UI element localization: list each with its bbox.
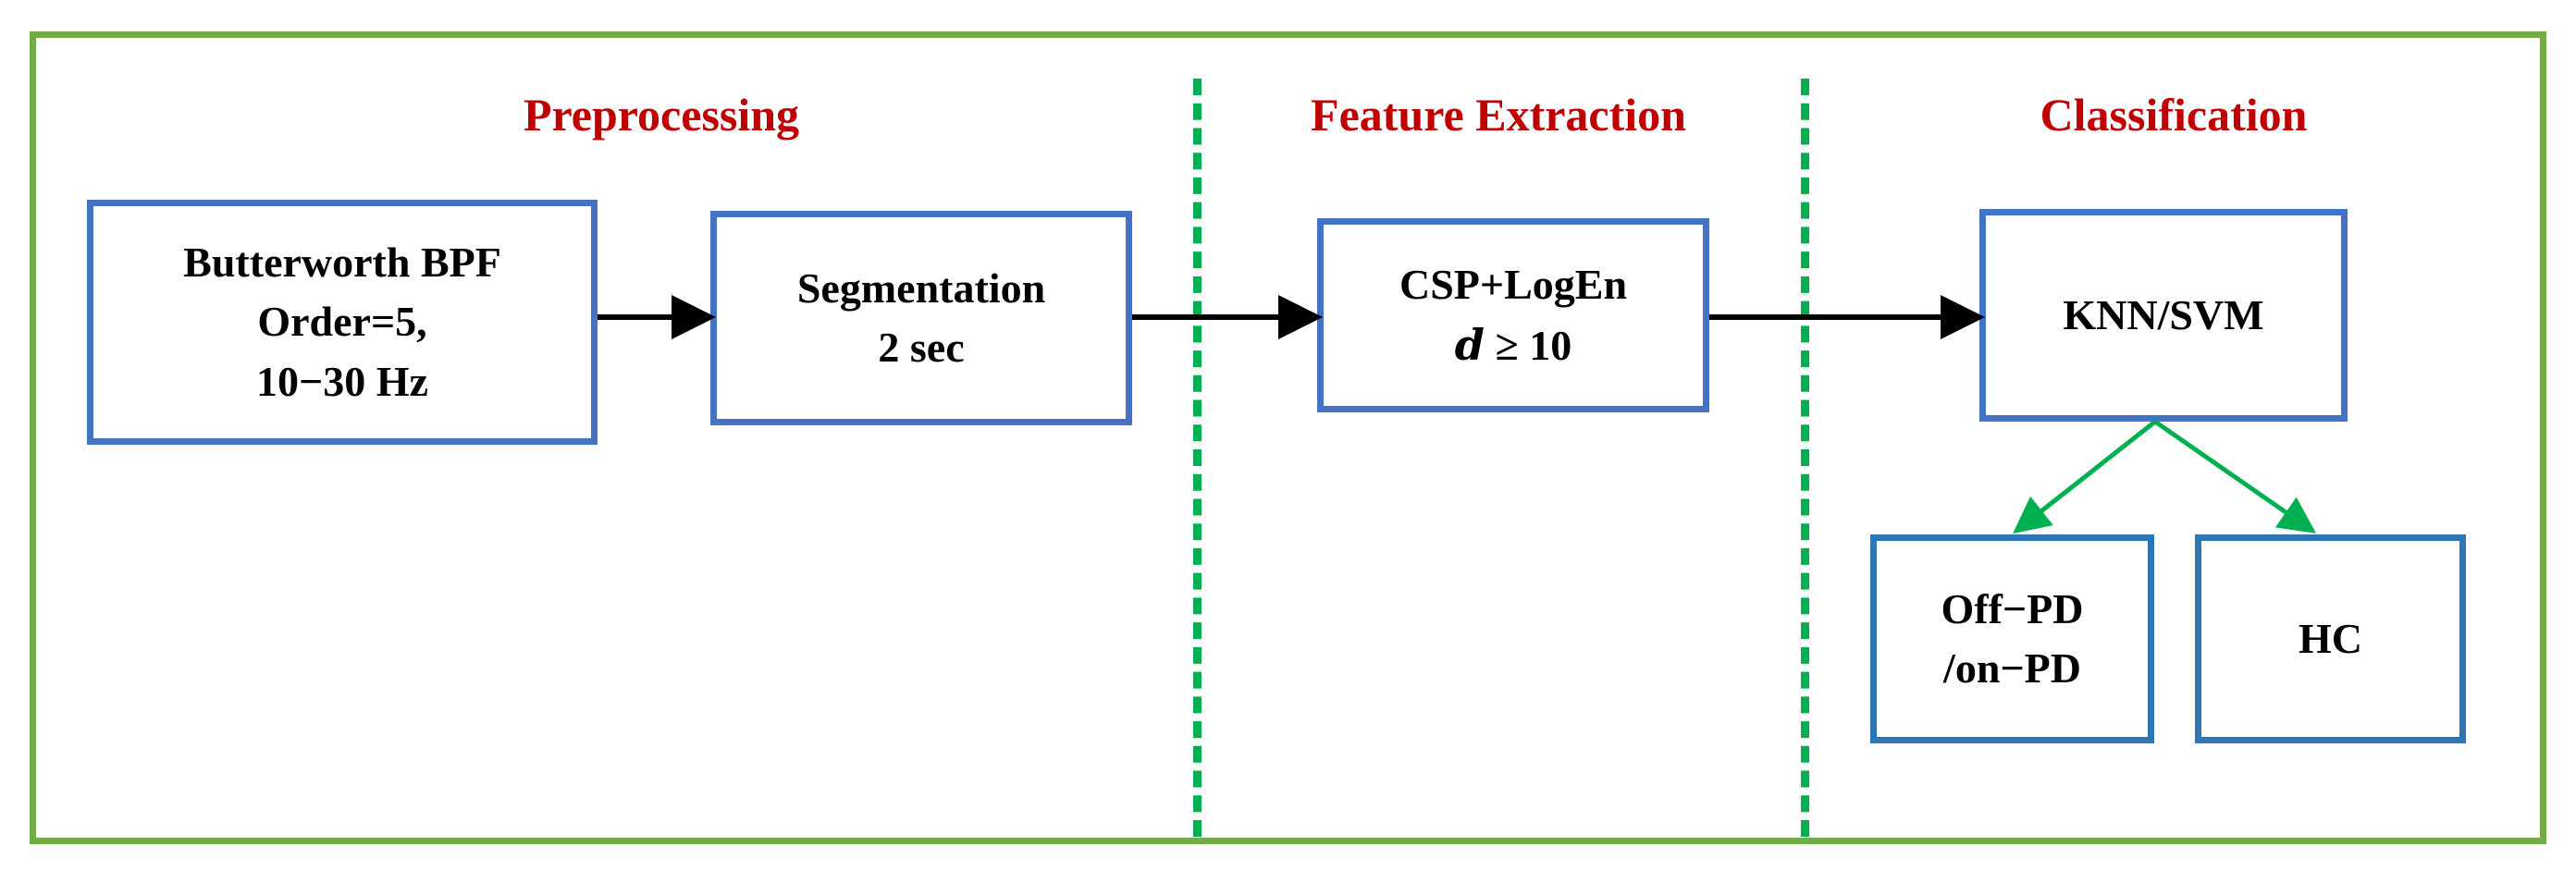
butterworth-band-label: 10−30 Hz bbox=[256, 357, 428, 405]
section-divider-1 bbox=[1193, 79, 1202, 837]
butterworth-order-label: Order=5, bbox=[257, 298, 427, 346]
dimension-variable: d bbox=[1454, 319, 1485, 370]
classifier-label: KNN/SVM bbox=[2063, 290, 2264, 338]
segmentation-box: Segmentation 2 sec bbox=[710, 211, 1132, 425]
butterworth-filter-label: Butterworth BPF bbox=[183, 238, 501, 286]
dimension-constraint: ≥ 10 bbox=[1484, 321, 1572, 369]
off-pd-on-pd-output-box: Off−PD /on−PD bbox=[1870, 534, 2154, 743]
segmentation-label: Segmentation bbox=[796, 264, 1046, 312]
csp-logen-label: CSP+LogEn bbox=[1399, 261, 1628, 309]
section-title-preprocessing: Preprocessing bbox=[523, 89, 800, 141]
arrow-classifier-to-hc bbox=[2153, 419, 2317, 533]
section-divider-2 bbox=[1801, 79, 1809, 837]
arrow-classifier-to-off-pd bbox=[2013, 420, 2157, 534]
section-title-feature-extraction: Feature Extraction bbox=[1311, 89, 1686, 141]
hc-label: HC bbox=[2299, 614, 2362, 662]
butterworth-filter-box: Butterworth BPF Order=5, 10−30 Hz bbox=[87, 200, 598, 445]
diagram-frame bbox=[30, 31, 2546, 844]
off-pd-label: Off−PD bbox=[1941, 584, 2084, 632]
section-title-classification: Classification bbox=[2040, 89, 2308, 141]
segmentation-duration-label: 2 sec bbox=[878, 324, 965, 371]
hc-output-box: HC bbox=[2195, 534, 2466, 743]
on-pd-label: /on−PD bbox=[1943, 644, 2081, 692]
feature-dimension-label: d ≥ 10 bbox=[1455, 315, 1571, 375]
